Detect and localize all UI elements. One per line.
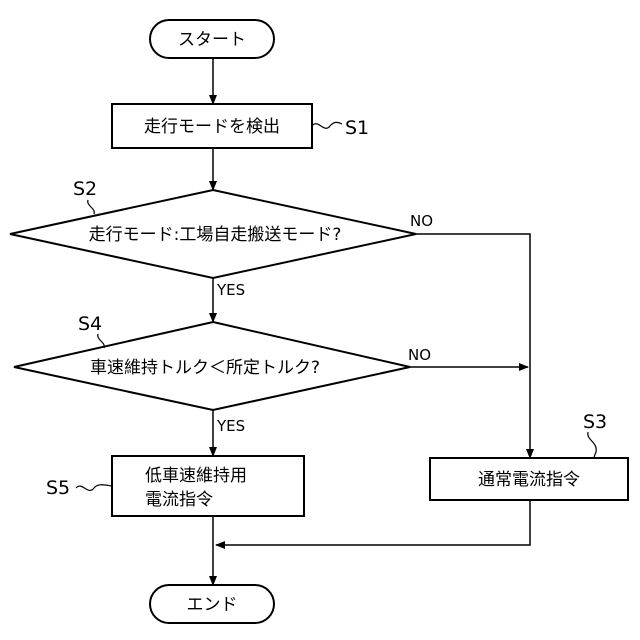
s4-yes-label: YES	[216, 417, 245, 435]
s1-step-label: S1	[345, 117, 369, 139]
s1-label: 走行モードを検出	[144, 117, 280, 137]
s2-label: 走行モード:工場自走搬送モード?	[89, 225, 342, 245]
s2-yes-label: YES	[216, 281, 245, 299]
s3-leader	[588, 432, 596, 458]
s4-step-label: S4	[78, 313, 102, 335]
s2-leader	[88, 200, 95, 214]
s2-step-label: S2	[73, 178, 97, 200]
s4-label: 車速維持トルク＜所定トルク?	[90, 358, 320, 378]
s5-label-line2: 電流指令	[145, 490, 213, 510]
s3-label: 通常電流指令	[478, 470, 580, 490]
s5-step-label: S5	[46, 477, 70, 499]
s5-label-line1: 低車速維持用	[145, 466, 247, 486]
s3-step-label: S3	[583, 411, 607, 433]
s4-no-label: NO	[408, 346, 431, 364]
s1-leader	[312, 122, 342, 128]
s2-no-label: NO	[410, 212, 433, 230]
connector-s2-no-s3	[416, 234, 530, 458]
end-label: エンド	[187, 595, 238, 615]
start-label: スタート	[178, 30, 246, 50]
s5-leader	[76, 485, 112, 491]
